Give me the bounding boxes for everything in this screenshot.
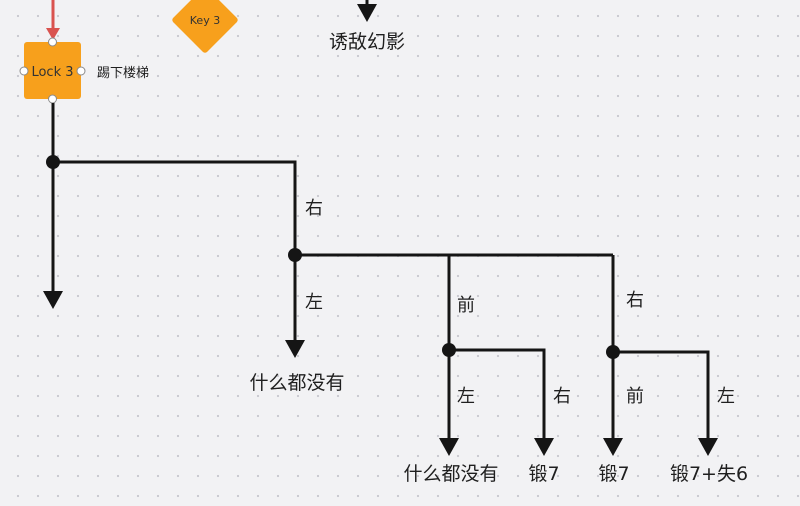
- arrow-head-b2-left: [439, 438, 459, 456]
- edge-label-b2-right: 右: [553, 386, 571, 407]
- arrow-head-b3-left: [698, 438, 718, 456]
- junction-b2[interactable]: [442, 343, 456, 357]
- result-label-2: 什么都没有: [403, 463, 498, 485]
- arrow-head-root: [43, 291, 63, 309]
- edge-b3-left[interactable]: [613, 350, 712, 449]
- edge-b2-right[interactable]: [449, 348, 548, 449]
- result-label-5: 锻7+失6: [670, 463, 748, 485]
- incoming-arrow-head: [46, 28, 60, 40]
- result-label-3: 锻7: [528, 463, 559, 485]
- edge-root-right[interactable]: [53, 160, 297, 255]
- lock-note: 踢下楼梯: [97, 66, 149, 81]
- edge-label-b1-right: 右: [626, 290, 644, 311]
- key-node[interactable]: Key 3: [171, 0, 239, 54]
- lock-handle-bottom[interactable]: [48, 94, 57, 104]
- junction-root[interactable]: [46, 155, 60, 169]
- lock-handle-top[interactable]: [48, 37, 57, 47]
- edge-label-b1-left: 左: [305, 292, 323, 313]
- arrow-head-b2-right: [534, 438, 554, 456]
- lock-node[interactable]: Lock 3: [19, 37, 86, 104]
- arrow-head-b1-left: [285, 340, 305, 358]
- top-result-arrow-head: [357, 4, 377, 22]
- edge-label-b2-left: 左: [457, 386, 475, 407]
- arrow-head-b3-front: [603, 438, 623, 456]
- lock-handle-right[interactable]: [76, 66, 86, 76]
- result-label-1: 什么都没有: [249, 372, 344, 394]
- lock-handle-left[interactable]: [19, 66, 29, 76]
- junction-b3[interactable]: [606, 345, 620, 359]
- key-node-label: Key 3: [190, 14, 220, 27]
- edge-label-root-right: 右: [305, 198, 323, 219]
- junction-b1[interactable]: [288, 248, 302, 262]
- top-result-label: 诱敌幻影: [329, 31, 405, 53]
- edge-label-b1-front: 前: [457, 295, 475, 316]
- edge-label-b3-front: 前: [626, 386, 644, 407]
- edge-label-b3-left: 左: [717, 386, 735, 407]
- result-label-4: 锻7: [598, 463, 629, 485]
- lock-node-label: Lock 3: [31, 65, 73, 80]
